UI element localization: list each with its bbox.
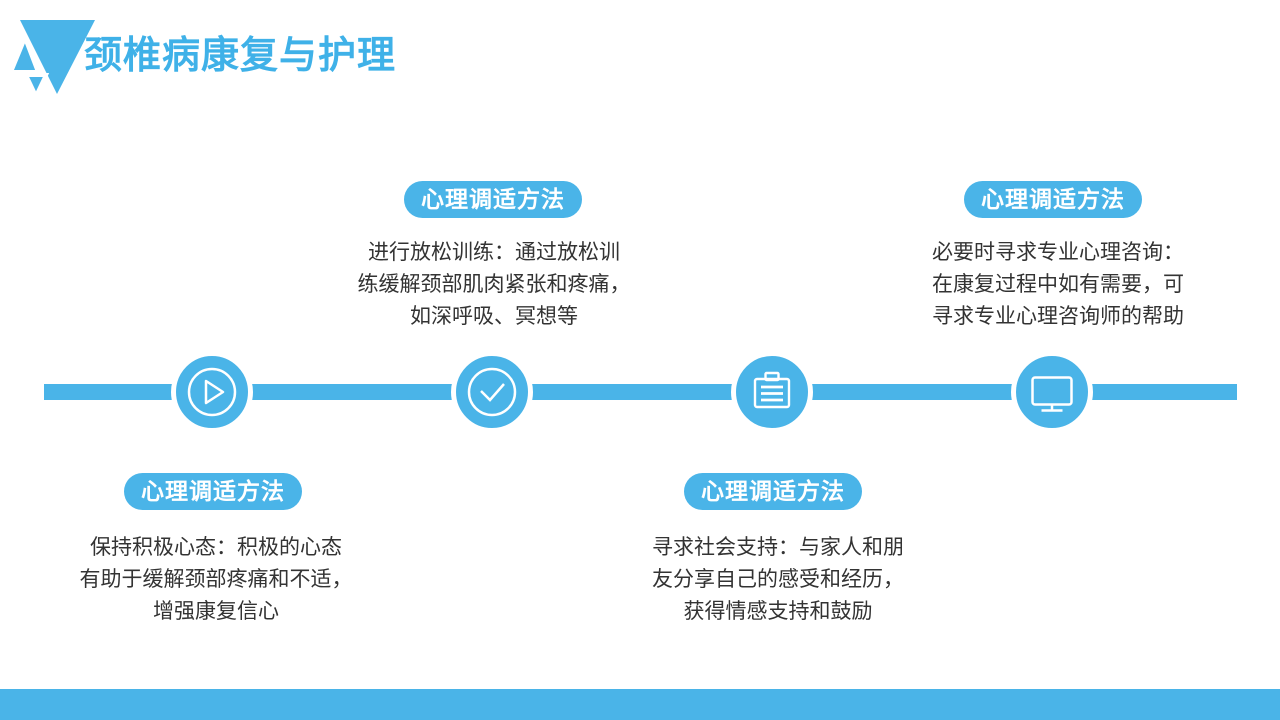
node-text-line: 练缓解颈部肌肉紧张和疼痛，: [357, 272, 631, 296]
node-text-line: 友分享自己的感受和经历，: [652, 567, 904, 591]
play-icon: [176, 356, 248, 428]
node-text-line: 获得情感支持和鼓励: [683, 599, 873, 623]
node-text-line: 进行放松训练：通过放松训: [368, 240, 620, 264]
check-icon: [456, 356, 528, 428]
footer-bar: [0, 689, 1280, 720]
node-text-line: 保持积极心态：积极的心态: [90, 535, 342, 559]
timeline-node-4-circle: [1011, 351, 1093, 433]
node-text-line: 如深呼吸、冥想等: [410, 304, 578, 328]
node-text-line: 寻求社会支持：与家人和朋: [652, 535, 904, 559]
node-2-badge: 心理调适方法: [404, 181, 582, 218]
timeline-bar: [44, 384, 1237, 400]
node-text-line: 增强康复信心: [153, 599, 279, 623]
timeline-node-2-circle: [451, 351, 533, 433]
node-text-line: 有助于缓解颈部疼痛和不适，: [79, 567, 353, 591]
node-4-badge: 心理调适方法: [964, 181, 1142, 218]
node-4-description: 必要时寻求专业心理咨询： 在康复过程中如有需要，可 寻求专业心理咨询师的帮助: [918, 236, 1198, 332]
node-text-line: 寻求专业心理咨询师的帮助: [932, 304, 1184, 328]
node-1-badge: 心理调适方法: [124, 473, 302, 510]
node-1-description: 保持积极心态：积极的心态 有助于缓解颈部疼痛和不适， 增强康复信心: [76, 531, 356, 627]
monitor-icon: [1016, 356, 1088, 428]
node-3-badge: 心理调适方法: [684, 473, 862, 510]
timeline-node-3-circle: [731, 351, 813, 433]
clipboard-icon: [736, 356, 808, 428]
node-3-description: 寻求社会支持：与家人和朋 友分享自己的感受和经历， 获得情感支持和鼓励: [638, 531, 918, 627]
timeline-node-1-circle: [171, 351, 253, 433]
triangles-logo-icon: [4, 8, 104, 107]
node-text-line: 必要时寻求专业心理咨询：: [932, 240, 1184, 264]
node-text-line: 在康复过程中如有需要，可: [932, 272, 1184, 296]
node-2-description: 进行放松训练：通过放松训 练缓解颈部肌肉紧张和疼痛， 如深呼吸、冥想等: [354, 236, 634, 332]
page-title: 颈椎病康复与护理: [84, 32, 397, 77]
